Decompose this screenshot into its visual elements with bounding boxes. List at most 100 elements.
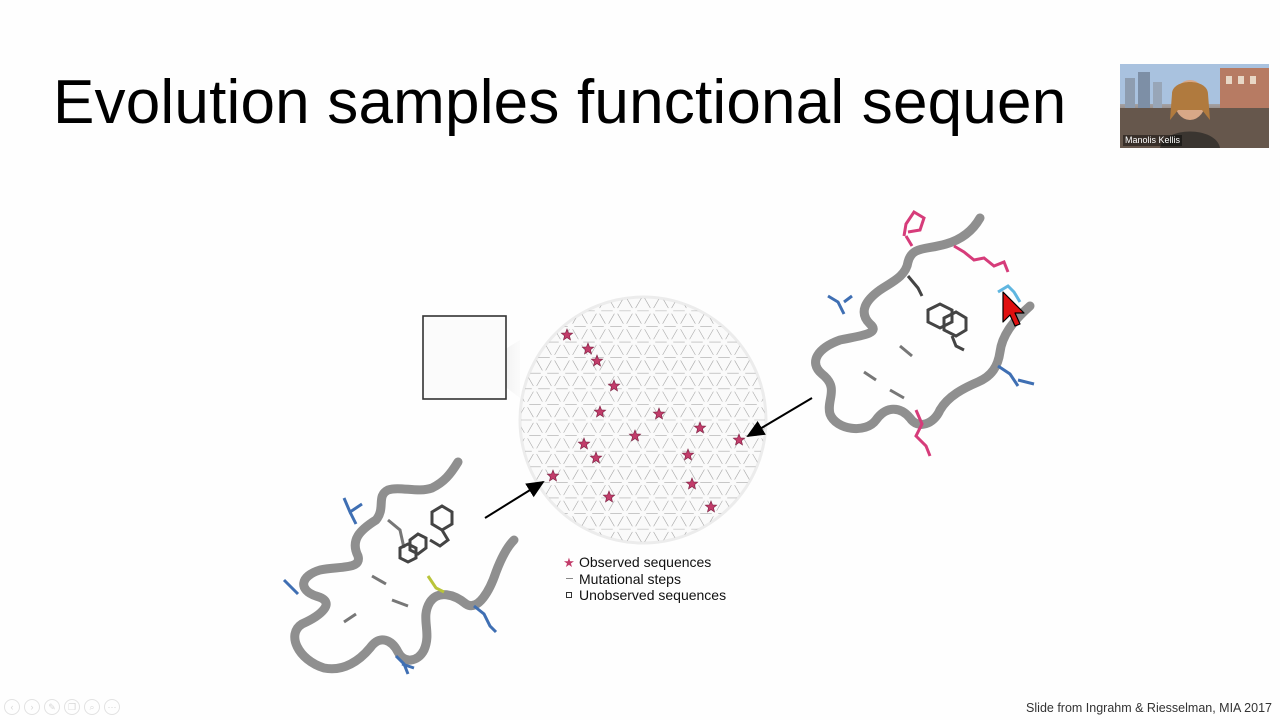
mutational-step <box>653 298 660 309</box>
mutational-step <box>698 391 705 402</box>
play-icon[interactable]: › <box>24 699 40 715</box>
protein-structure-left <box>282 457 519 675</box>
mutational-step <box>545 485 552 496</box>
mutational-step <box>662 453 669 465</box>
mutational-step <box>716 391 723 402</box>
mutational-step <box>644 407 651 418</box>
mutational-step <box>680 438 687 449</box>
mutational-step <box>725 360 732 371</box>
slide-title: Evolution samples functional sequen <box>53 68 1067 137</box>
mutational-step <box>671 500 678 511</box>
mutational-step <box>680 344 687 355</box>
mutational-step <box>743 360 750 371</box>
mutational-step <box>689 391 696 402</box>
mutational-step <box>545 391 552 402</box>
mutational-step <box>563 391 570 402</box>
mutational-step <box>644 469 651 480</box>
mutational-step <box>689 500 696 511</box>
mutational-step <box>626 469 633 480</box>
mutational-step <box>635 391 642 402</box>
mutational-step <box>671 344 678 355</box>
arrow-left-protein-to-space <box>484 480 545 519</box>
zoom-icon[interactable]: ⌕ <box>84 699 100 715</box>
mutational-step <box>599 453 606 465</box>
mutational-step <box>716 375 723 387</box>
mutational-step <box>590 485 597 496</box>
mutational-step <box>662 329 669 340</box>
mutational-step <box>590 313 597 324</box>
mutational-step <box>617 500 624 511</box>
mutational-step <box>572 375 579 387</box>
more-icon[interactable]: ⋯ <box>104 699 120 715</box>
mutational-step <box>527 438 534 449</box>
mutational-step <box>644 516 651 527</box>
mutational-step <box>671 469 678 480</box>
mutational-step <box>653 313 660 324</box>
mutational-step <box>689 375 696 387</box>
mutational-step <box>617 469 624 480</box>
mutational-step <box>599 375 606 387</box>
mutational-step <box>707 360 714 371</box>
slide-credit: Slide from Ingrahm & Riesselman, MIA 201… <box>1026 701 1272 715</box>
mutational-step <box>599 391 606 402</box>
participant-video[interactable]: Manolis Kellis <box>1120 64 1269 148</box>
mutational-step <box>662 298 669 309</box>
mutational-step <box>554 360 561 371</box>
mutational-step <box>644 531 651 542</box>
mutational-step <box>554 453 561 465</box>
mutational-step <box>590 500 597 511</box>
mutational-step <box>680 407 687 418</box>
mutational-step <box>653 329 660 340</box>
mutational-step <box>716 329 723 340</box>
mutational-step <box>707 453 714 465</box>
mutational-step <box>698 516 705 527</box>
mutational-step <box>734 453 741 465</box>
mutational-step <box>734 469 741 480</box>
observed-sequence-star <box>593 405 607 418</box>
mutational-step <box>581 469 588 480</box>
video-scene <box>1120 64 1269 148</box>
legend-unobserved-label: Unobserved sequences <box>579 587 727 604</box>
observed-sequence-star <box>589 451 603 464</box>
mutational-step <box>563 438 570 449</box>
mutational-step <box>635 531 642 542</box>
mutational-step <box>635 500 642 511</box>
mutational-step <box>671 375 678 387</box>
mutational-step <box>590 438 597 449</box>
mutational-step <box>698 500 705 511</box>
mutational-step <box>698 485 705 496</box>
mutational-step <box>635 375 642 387</box>
mutational-step <box>680 329 687 340</box>
mutational-step <box>599 500 606 511</box>
pen-icon[interactable]: ✎ <box>44 699 60 715</box>
copy-icon[interactable]: ❐ <box>64 699 80 715</box>
mutational-step <box>572 391 579 402</box>
mutational-step <box>626 531 633 542</box>
mutational-step <box>689 313 696 324</box>
mutational-step <box>653 500 660 511</box>
mutational-step <box>581 516 588 527</box>
mutational-step <box>707 391 714 402</box>
mutational-step <box>707 407 714 418</box>
mutational-step <box>635 329 642 340</box>
mutational-step <box>698 407 705 418</box>
figure-legend: ★ Observed sequences Mutational steps Un… <box>562 554 726 604</box>
pointer-cursor-icon <box>1002 291 1025 327</box>
prev-icon[interactable]: ‹ <box>4 699 20 715</box>
observed-sequence-star <box>560 328 574 341</box>
mutational-step <box>734 375 741 387</box>
mutational-step <box>635 407 642 418</box>
observed-sequence-star <box>685 477 699 490</box>
mutational-step <box>521 407 525 418</box>
observed-sequence-star <box>577 437 591 450</box>
mutational-step <box>626 360 633 371</box>
mutational-step <box>563 422 570 433</box>
mutational-step <box>716 438 723 449</box>
mutational-step <box>572 438 579 449</box>
mutational-step <box>671 360 678 371</box>
mutational-step <box>689 360 696 371</box>
mutational-step <box>734 344 741 355</box>
mutational-step <box>635 438 642 449</box>
mutational-step <box>617 516 624 527</box>
